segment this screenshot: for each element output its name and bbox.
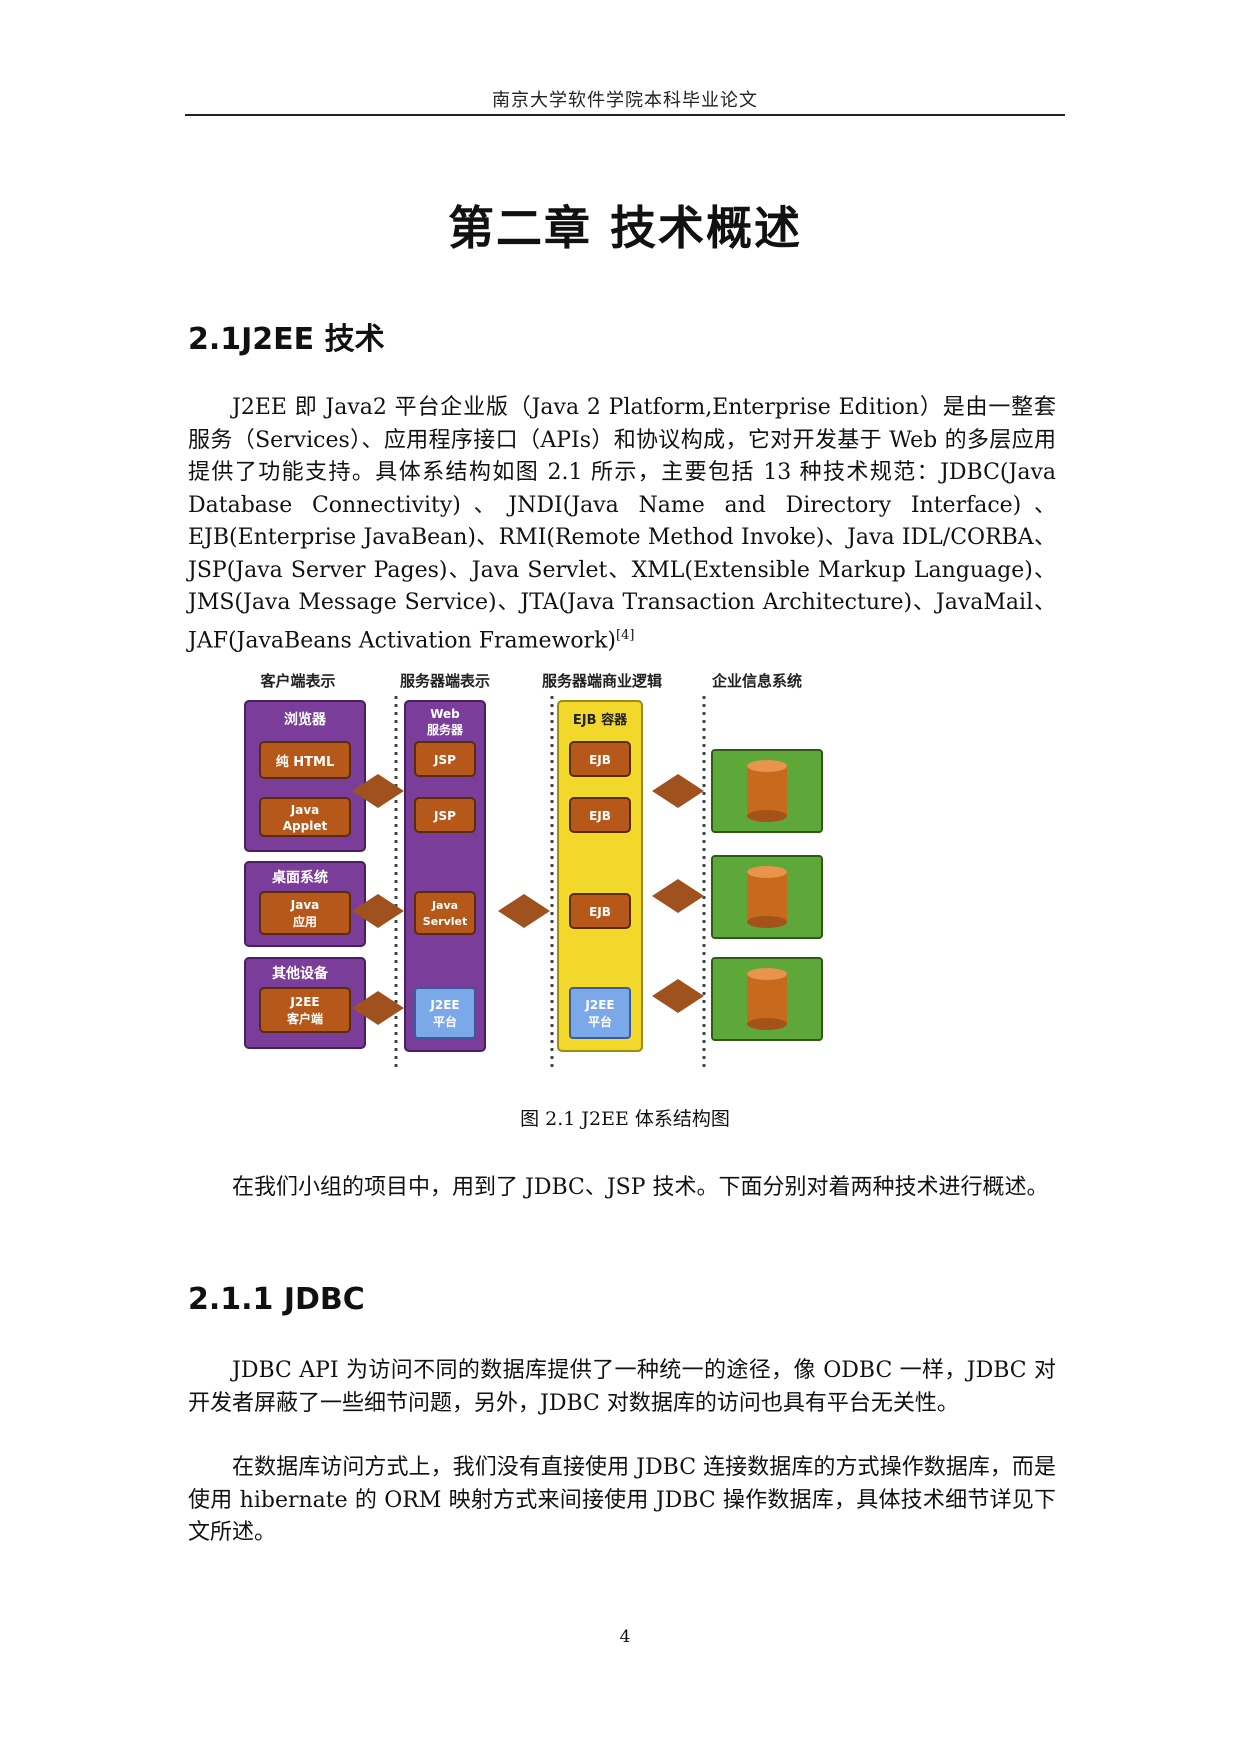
- svg-text:Java: Java: [290, 803, 319, 817]
- svg-text:客户端: 客户端: [286, 1011, 323, 1026]
- chapter-title: 第二章 技术概述: [447, 201, 802, 255]
- eis-database-3: [711, 957, 823, 1041]
- svg-text:Java: Java: [290, 898, 319, 912]
- svg-text:纯 HTML: 纯 HTML: [276, 754, 335, 770]
- svg-text:平台: 平台: [588, 1014, 612, 1029]
- svg-text:平台: 平台: [433, 1014, 457, 1029]
- j2ee-architecture-figure: 客户端表示 服务器端表示 服务器端商业逻辑 企业信息系统 浏览器 纯 HTML …: [244, 672, 823, 1071]
- svg-text:EJB: EJB: [589, 809, 611, 823]
- paragraph-project-usage: 在我们小组的项目中，用到了 JDBC、JSP 技术。下面分别对着两种技术进行概述…: [232, 1175, 1049, 1200]
- arrow-ejb-eis: [652, 774, 704, 1013]
- svg-text:服务器: 服务器: [427, 722, 464, 737]
- column-heading-ejb: 服务器端商业逻辑: [542, 672, 662, 690]
- svg-text:其他设备: 其他设备: [272, 965, 329, 982]
- svg-text:EJB: EJB: [589, 753, 611, 767]
- column-heading-eis: 企业信息系统: [711, 672, 802, 690]
- header-rule: [185, 114, 1065, 116]
- svg-text:Applet: Applet: [283, 819, 328, 833]
- figure-caption: 图 2.1 J2EE 体系结构图: [520, 1108, 730, 1130]
- svg-text:J2EE: J2EE: [429, 998, 459, 1012]
- eis-database-2: [711, 855, 823, 939]
- ejb-container: EJB 容器 EJB EJB EJB J2EE 平台: [557, 700, 643, 1052]
- svg-text:JSP: JSP: [433, 809, 456, 823]
- client-group-desktop: 桌面系统 Java 应用: [244, 861, 366, 947]
- paragraph-jdbc-api: JDBC API 为访问不同的数据库提供了一种统一的途径，像 ODBC 一样，J…: [188, 1358, 1056, 1416]
- svg-text:JSP: JSP: [433, 753, 456, 767]
- svg-text:J2EE: J2EE: [289, 995, 319, 1009]
- client-group-browser: 浏览器 纯 HTML Java Applet: [244, 700, 366, 852]
- web-container: Web 服务器 JSP JSP Java Servlet J2EE 平台: [404, 700, 486, 1052]
- citation: [4]: [616, 627, 635, 643]
- svg-text:浏览器: 浏览器: [284, 711, 327, 728]
- svg-text:J2EE: J2EE: [584, 998, 614, 1012]
- running-header: 南京大学软件学院本科毕业论文: [492, 90, 758, 111]
- svg-text:Java: Java: [431, 899, 458, 912]
- section-title-jdbc: 2.1.1 JDBC: [188, 1282, 365, 1317]
- eis-database-1: [711, 749, 823, 833]
- svg-text:Servlet: Servlet: [423, 915, 467, 928]
- client-group-other-devices: 其他设备 J2EE 客户端: [244, 957, 366, 1049]
- svg-text:EJB 容器: EJB 容器: [573, 712, 628, 728]
- paragraph-jdbc-hibernate: 在数据库访问方式上，我们没有直接使用 JDBC 连接数据库的方式操作数据库，而是…: [188, 1455, 1056, 1545]
- paragraph-j2ee-intro: J2EE 即 Java2 平台企业版（Java 2 Platform,Enter…: [188, 392, 1056, 657]
- section-title-j2ee: 2.1J2EE 技术: [188, 322, 385, 357]
- column-heading-web: 服务器端表示: [400, 672, 490, 690]
- page-number: 4: [619, 1627, 631, 1647]
- svg-text:EJB: EJB: [589, 905, 611, 919]
- svg-text:桌面系统: 桌面系统: [272, 869, 328, 886]
- column-heading-client: 客户端表示: [259, 672, 335, 690]
- arrow-web-ejb: [498, 894, 550, 928]
- paragraph-j2ee-text: J2EE 即 Java2 平台企业版（Java 2 Platform,Enter…: [188, 395, 1056, 653]
- svg-text:应用: 应用: [293, 914, 317, 929]
- svg-text:Web: Web: [430, 707, 460, 721]
- arrow-client-web: [352, 774, 404, 1025]
